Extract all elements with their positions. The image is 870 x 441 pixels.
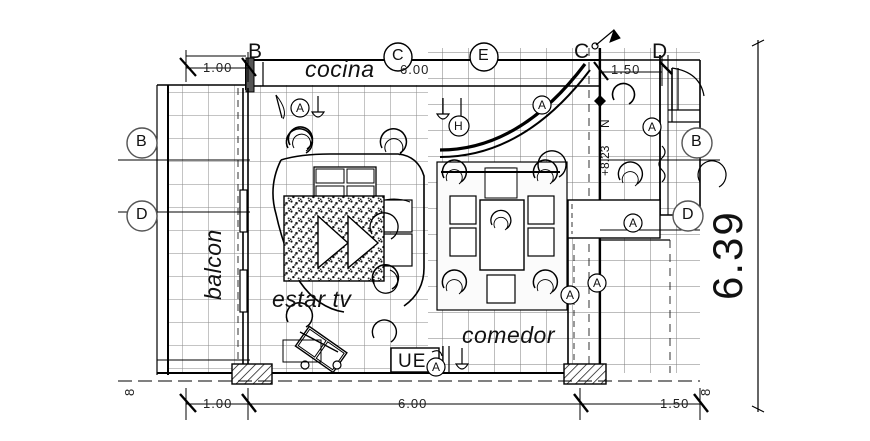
corner-mark-bottom-left: 8 [122,387,137,396]
equipment-label-ue: UE [398,351,427,372]
grid-bubble-top-E: E [478,47,489,64]
fixture-tag-A-table: A [566,288,575,302]
grid-bubble-left-D: D [136,206,148,223]
fixture-tag-A-mid: A [538,98,547,112]
dimension-right-vertical-6p39m: 6.39 [704,210,751,300]
grid-letter-C: C [574,40,590,63]
dimension-top-right-1p5m: 1.50 [611,62,641,77]
dimension-lines [118,39,765,420]
dimension-bottom-right-1p5m: 1.50 [660,396,690,411]
living-room-furniture [272,128,425,343]
dimension-top-mid-6m: 6.00 [400,62,430,77]
dimension-bottom-left-1m: 1.00 [203,396,233,411]
fixture-tag-A-bottom: A [432,360,441,374]
fixture-tag-A-kitchen: A [296,101,305,115]
wall-structure [156,48,701,375]
fixture-tag-A-dining: A [593,276,602,290]
dining-room-furniture [436,150,644,311]
dimension-top-left-1m: 1.00 [203,60,233,75]
grid-letter-D: D [652,40,668,63]
desk-furniture [282,325,348,374]
elevation-label: +8.23 [598,145,612,176]
dimension-bottom-mid-6m: 6.00 [398,396,428,411]
fixture-tag-circles [290,95,662,377]
grid-bubble-top-C: C [392,47,404,64]
north-label: N [598,119,612,128]
grid-bubble-right-B: B [691,133,702,150]
room-label-estar-tv: estar tv [272,286,352,312]
grid-bubble-circles [126,42,713,232]
room-label-balcon: balcon [200,229,226,300]
corner-mark-bottom-right: 8 [698,387,713,396]
right-wing-fittings [658,61,727,188]
fixture-tag-A-right: A [648,120,657,134]
fixture-tag-A-corridor: A [629,216,638,230]
grid-bubble-left-B: B [136,133,147,150]
grid-letter-B: B [248,40,263,63]
north-arrow-top [591,28,621,50]
fixture-tag-H-bar: H [454,119,463,133]
cut-wall-blocks [231,363,607,385]
kitchen-fittings [275,63,591,158]
grid-bubble-right-D: D [682,206,694,223]
room-label-comedor: comedor [462,322,555,348]
room-label-cocina: cocina [305,56,375,82]
north-level-symbol [594,82,636,107]
